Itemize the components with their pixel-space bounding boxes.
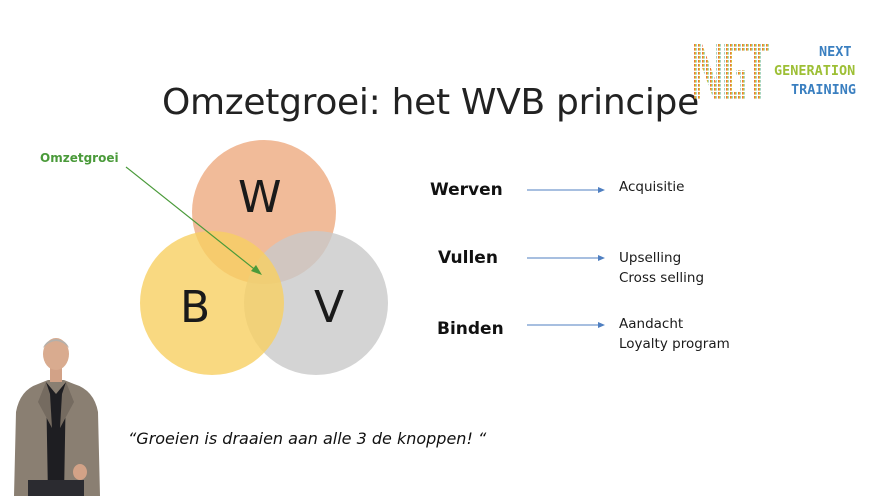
venn-letter-w: W xyxy=(238,172,282,223)
row-arrow-vullen xyxy=(527,255,605,261)
ngt-logo: NEXT GENERATION TRAINING xyxy=(690,40,857,104)
row-arrow-werven xyxy=(527,187,605,193)
row-label-vullen: Vullen xyxy=(438,248,498,268)
venn-callout-line xyxy=(125,166,259,273)
row-value-upselling: Upselling xyxy=(619,250,682,266)
slide-title: Omzetgroei: het WVB principe xyxy=(162,82,699,123)
row-value-cross-selling: Cross selling xyxy=(619,270,705,286)
row-value-aandacht: Aandacht xyxy=(619,316,684,332)
venn-letter-v: V xyxy=(314,282,345,333)
venn-callout-arrowhead xyxy=(251,265,262,275)
presenter-photo xyxy=(14,338,100,496)
venn-circle-b xyxy=(140,231,284,375)
logo-text-training: TRAINING xyxy=(791,82,857,98)
logo-text-next: NEXT xyxy=(819,44,852,60)
row-arrow-binden xyxy=(527,322,605,328)
venn-callout-label: Omzetgroei xyxy=(40,151,119,165)
ngt-logo-mark-icon xyxy=(694,44,770,100)
venn-letter-b: B xyxy=(180,282,211,333)
row-label-binden: Binden xyxy=(437,319,504,339)
slide-quote: “Groeien is draaien aan alle 3 de knoppe… xyxy=(128,429,487,448)
row-value-loyalty-program: Loyalty program xyxy=(619,336,730,352)
row-value-acquisitie: Acquisitie xyxy=(619,179,685,195)
logo-text-generation: GENERATION xyxy=(774,63,856,79)
row-label-werven: Werven xyxy=(430,180,503,200)
venn-circle-v xyxy=(244,231,388,375)
